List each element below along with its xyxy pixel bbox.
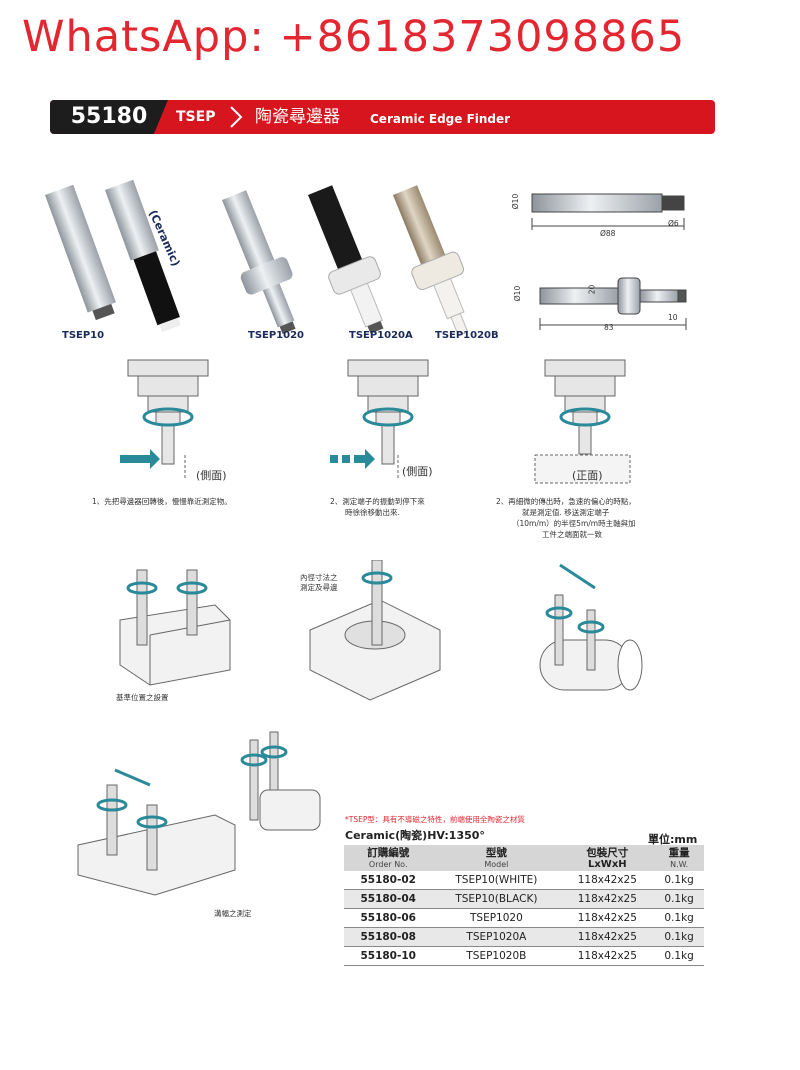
title-english: Ceramic Edge Finder	[370, 112, 511, 126]
side-view-label-2: (側面)	[402, 465, 433, 478]
product-illustrations	[44, 179, 687, 337]
step1-diagram	[120, 359, 209, 480]
model: TSEP1020A	[432, 927, 561, 947]
inner-diameter-caption-1: 內徑寸法之	[300, 573, 338, 582]
inner-diameter-diagram	[309, 560, 441, 701]
pack-size: 118x42x25	[560, 927, 655, 947]
table-row: 55180-06 TSEP1020 118x42x25 0.1kg	[344, 908, 704, 928]
net-weight: 0.1kg	[654, 908, 704, 928]
dim-d10-top: Ø10	[511, 193, 521, 210]
dim-20: 20	[587, 284, 597, 295]
step1-text: 1、先把尋邊器回轉後，慢慢靠近測定物。	[92, 497, 232, 506]
order-no: 55180-02	[344, 871, 433, 890]
material-hardness: Ceramic(陶瓷)HV:1350°	[345, 829, 485, 842]
pack-size: 118x42x25	[560, 889, 655, 909]
dim-d6: Ø6	[668, 219, 679, 228]
net-weight: 0.1kg	[654, 889, 704, 909]
model: TSEP1020B	[432, 946, 561, 966]
step2-diagram	[330, 359, 429, 480]
dim-d10-bottom: Ø10	[513, 285, 523, 302]
tsep10-black-illustration	[105, 179, 181, 333]
step3-text-2: 就是測定值. 移送測定端子	[522, 508, 610, 517]
table-row: 55180-02 TSEP10(WHITE) 118x42x25 0.1kg	[344, 871, 704, 890]
pack-size: 118x42x25	[560, 871, 655, 890]
product-banner: 55180 TSEP 陶瓷尋邊器 Ceramic Edge Finder	[50, 100, 715, 134]
chevron-right-icon	[230, 106, 243, 128]
series-name: TSEP	[176, 109, 216, 125]
inner-diameter-caption-2: 測定及尋邊	[300, 583, 338, 592]
step-diagrams	[120, 359, 631, 484]
side-view-label-1: (側面)	[196, 469, 227, 482]
tsep1020b-illustration	[393, 185, 469, 337]
label-tsep1020a: TSEP1020A	[349, 330, 413, 341]
net-weight: 0.1kg	[654, 946, 704, 966]
unit-label: 單位:mm	[648, 833, 698, 846]
step2-text-2: 時徐徐移動出來.	[345, 508, 400, 517]
model: TSEP10(WHITE)	[432, 871, 561, 890]
tsep1020a-illustration	[308, 185, 384, 334]
table-row: 55180-08 TSEP1020A 118x42x25 0.1kg	[344, 927, 704, 947]
usage-diagrams	[77, 560, 643, 896]
step3-text-1: 2、再細微的傳出時，急速的偏心的時點，	[496, 497, 636, 506]
dimension-drawing-tsep10	[531, 193, 685, 230]
groove-width-diagram	[77, 731, 321, 896]
shaft-diagram	[539, 563, 643, 691]
dim-len10: 10	[668, 313, 678, 322]
series-code: 55180	[50, 100, 168, 134]
net-weight: 0.1kg	[654, 927, 704, 947]
order-no: 55180-08	[344, 927, 433, 947]
net-weight: 0.1kg	[654, 871, 704, 890]
table-row: 55180-04 TSEP10(BLACK) 118x42x25 0.1kg	[344, 889, 704, 909]
groove-width-caption: 溝幅之測定	[214, 909, 252, 918]
step3-text-4: 工件之端面就一致	[542, 530, 602, 539]
pack-size: 118x42x25	[560, 946, 655, 966]
reference-position-diagram	[119, 569, 231, 686]
whatsapp-watermark: WhatsApp: +8618373098865	[22, 12, 686, 62]
dim-len88: Ø88	[600, 229, 616, 238]
tsep10-white-illustration	[44, 184, 116, 321]
dimension-drawing-tsep1020	[539, 277, 687, 330]
order-no: 55180-10	[344, 946, 433, 966]
pack-size: 118x42x25	[560, 908, 655, 928]
step3-diagram	[534, 359, 631, 484]
label-tsep10: TSEP10	[62, 330, 105, 341]
table-row: 55180-10 TSEP1020B 118x42x25 0.1kg	[344, 946, 704, 966]
order-no: 55180-04	[344, 889, 433, 909]
order-no: 55180-06	[344, 908, 433, 928]
step3-text-3: （10m/m）的半徑5m/m時主軸與加	[512, 519, 636, 528]
label-tsep1020: TSEP1020	[248, 330, 305, 341]
step2-text-1: 2、測定端子的振動到停下來	[330, 497, 425, 506]
front-view-label: (正面)	[572, 469, 603, 482]
title-chinese: 陶瓷尋邊器	[255, 107, 340, 127]
tsep-note: *TSEP型：具有不導磁之特性，前端使用全陶瓷之材質	[345, 815, 525, 824]
dim-len83: 83	[604, 323, 614, 332]
tsep1020-illustration	[222, 190, 296, 335]
model: TSEP10(BLACK)	[432, 889, 561, 909]
reference-position-caption: 基準位置之設置	[116, 693, 169, 702]
model: TSEP1020	[432, 908, 561, 928]
label-tsep1020b: TSEP1020B	[435, 330, 499, 341]
